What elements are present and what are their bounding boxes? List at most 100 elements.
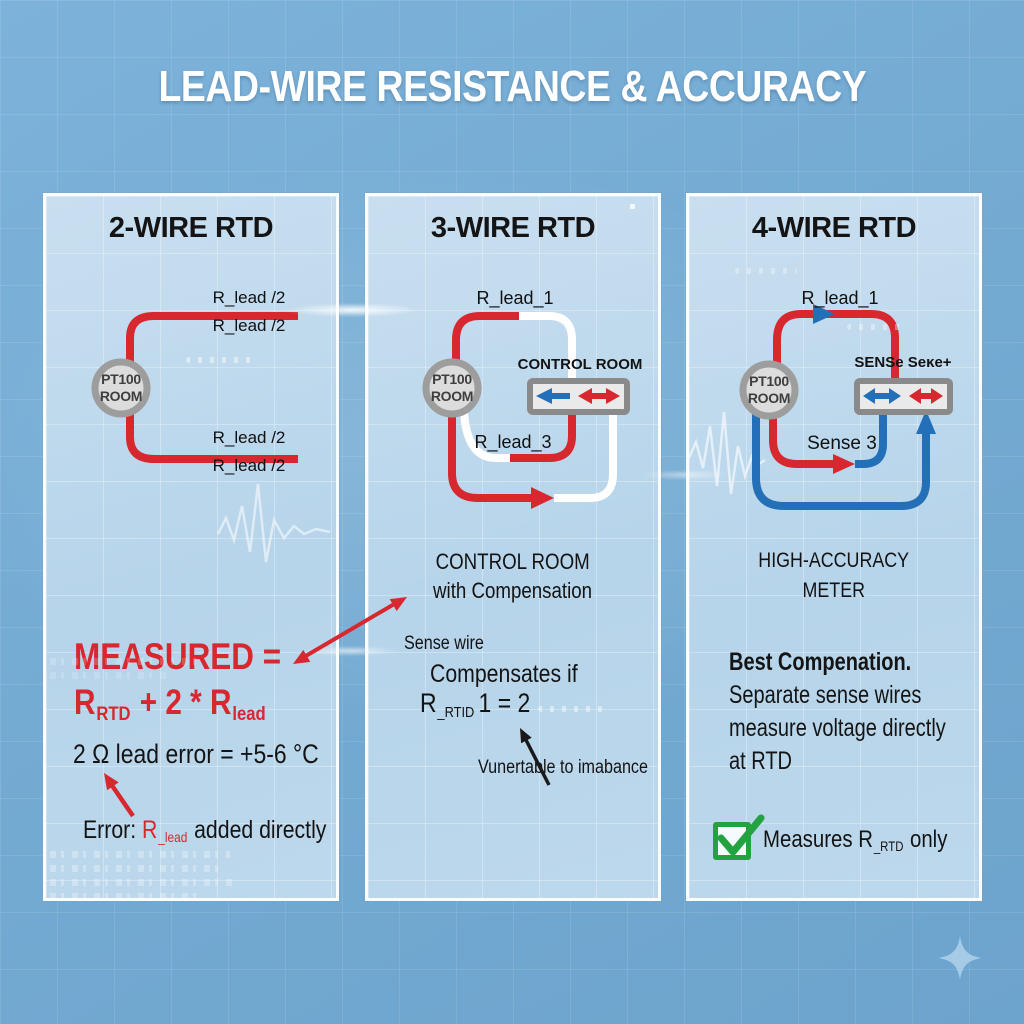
blue-arrowhead [813,304,835,324]
pt100-sensor-label: PT100 ROOM [89,371,153,405]
red-arrowhead [833,454,855,474]
panel-heading: 4-WIRE RTD [751,212,917,244]
meter-text: HIGH-ACCURACY METER [689,546,979,606]
pt100-sensor [422,358,482,418]
control-room-line1: CONTROL ROOM [368,547,658,576]
sense-wire-red [769,416,833,468]
sensor-line1: PT100 [749,373,789,389]
wire-label: R_lead_1 [476,288,554,308]
wire-label: R_lead /2 [212,288,286,307]
meter-box-label: CONTROL ROOM [517,356,643,373]
error-note-sub: _lead [158,829,188,846]
benefit-notes: Best Compenation. Separate sense wires m… [729,646,1000,778]
formula-part: R [74,683,96,722]
error-note-r: R [142,816,158,844]
control-room-line2: with Compensation [368,576,658,605]
formula-text: RRTD + 2 * Rlead [74,683,267,725]
measures-sub: _RTD [873,839,904,855]
page-title-text: LEAD-WIRE RESISTANCE & ACCURACY [158,62,866,111]
4-wire-circuit-diagram [689,304,953,510]
meter-line1-text: HIGH-ACCURACY [758,549,910,572]
sensor-line1: PT100 [101,371,141,387]
2-wire-circuit-diagram [91,312,331,563]
sensor-line1: PT100 [432,371,472,387]
measured-text: MEASURED = [74,636,282,677]
measures-note: Measures R_RTD only [763,826,980,854]
control-room-line2-text: with Compensation [433,578,593,603]
meter-line2-text: METER [802,579,866,602]
waveform-decoration [216,483,331,563]
wire-label: R_lead /2 [212,456,286,475]
wire-label: R_lead /2 [212,428,286,447]
error-note-suffix: added directly [188,816,327,844]
formula-part: + 2 * R [131,683,232,722]
sensor-line2: ROOM [430,388,474,404]
sense-wire-text: Sense wire [404,633,484,654]
note-line4: at RTD [729,745,1000,778]
sparkle-icon [938,936,982,980]
lead-wire-2-red [448,414,531,502]
sense-wire-label: Sense wire [404,633,498,655]
lead-wire-bottom [126,413,298,463]
pt100-sensor [739,360,799,420]
pt100-sensor-label: PT100 ROOM [737,373,801,407]
formula-part: R [420,688,437,718]
lead-wire-3-red [510,410,576,462]
panel-heading: 2-WIRE RTD [108,212,274,244]
control-room-line1-text: CONTROL ROOM [435,549,591,574]
measured-formula: RRTD + 2 * Rlead [74,683,300,725]
lead-wire-2-white [554,410,617,502]
panel-2-wire-rtd: PT100 ROOM 2-WIRE RTD R_lead /2 R_lead /… [43,193,339,901]
3-wire-circuit-diagram [422,312,630,509]
compensates-text: Compensates if [430,660,578,688]
wire-label: R_lead_1 [801,288,879,308]
meter-line1: HIGH-ACCURACY [689,546,979,576]
compensates-line1: Compensates if [430,660,604,689]
meter-line2: METER [689,576,979,606]
formula-part: 1 = 2 [478,688,531,718]
panel-4-wire-rtd: PT100 ROOM 4-WIRE RTD R_lead_1 SENSe Seĸ… [686,193,982,901]
error-note-text: Error: R_lead added directly [83,816,326,845]
pt100-sensor-label: PT100 ROOM [420,371,484,405]
panel-3-wire-rtd: PT100 ROOM 3-WIRE RTD R_lead_1 CONTROL R… [365,193,661,901]
sense-wire-blue [855,410,887,468]
note-line2-text: Separate sense wires [729,681,922,709]
panel-heading: 3-WIRE RTD [430,212,596,244]
checkmark-icon [717,814,765,856]
current-wire-top-red [773,310,899,382]
red-double-arrow-icon [578,388,620,404]
measures-text: Measures R_RTD only [763,826,947,854]
wire-label: Sense 3 [807,433,877,454]
note-line3-text: measure voltage directly [729,714,946,742]
sense-meter-box [854,378,953,415]
page-title: LEAD-WIRE RESISTANCE & ACCURACY [0,62,1024,112]
red-arrowhead [531,487,554,509]
vulnerable-note: Vunertable to imabance [460,757,665,779]
error-note-prefix: Error: [83,816,143,844]
blue-double-arrow-icon [863,388,901,404]
wire-label: R_lead /2 [212,316,286,335]
red-double-arrow-icon [909,388,943,404]
lead-wire-top [126,312,298,364]
measured-line1: MEASURED = [74,636,318,678]
error-note: Error: R_lead added directly [83,816,369,845]
lead-wire-1-red [452,312,519,364]
lead-wire-3-white [460,411,510,462]
note-line4-text: at RTD [729,747,792,775]
control-room-text: CONTROL ROOM with Compensation [368,547,658,605]
note-line1: Best Compenation. [729,646,1000,679]
measures-prefix: Measures R [763,826,873,853]
lead-error-text: 2 Ω lead error = +5-6 °C [73,739,362,770]
wire-label: R_lead_3 [474,432,552,452]
note-line3: measure voltage directly [729,712,1000,745]
note-line2: Separate sense wires [729,679,1000,712]
lead-wire-1-white [519,312,576,384]
lead-error-value: 2 Ω lead error = +5-6 °C [73,739,319,769]
sensor-line2: ROOM [99,388,143,404]
formula-sub: RTD [96,702,131,725]
blue-up-arrowhead [916,410,936,434]
dot-decoration [630,204,635,209]
